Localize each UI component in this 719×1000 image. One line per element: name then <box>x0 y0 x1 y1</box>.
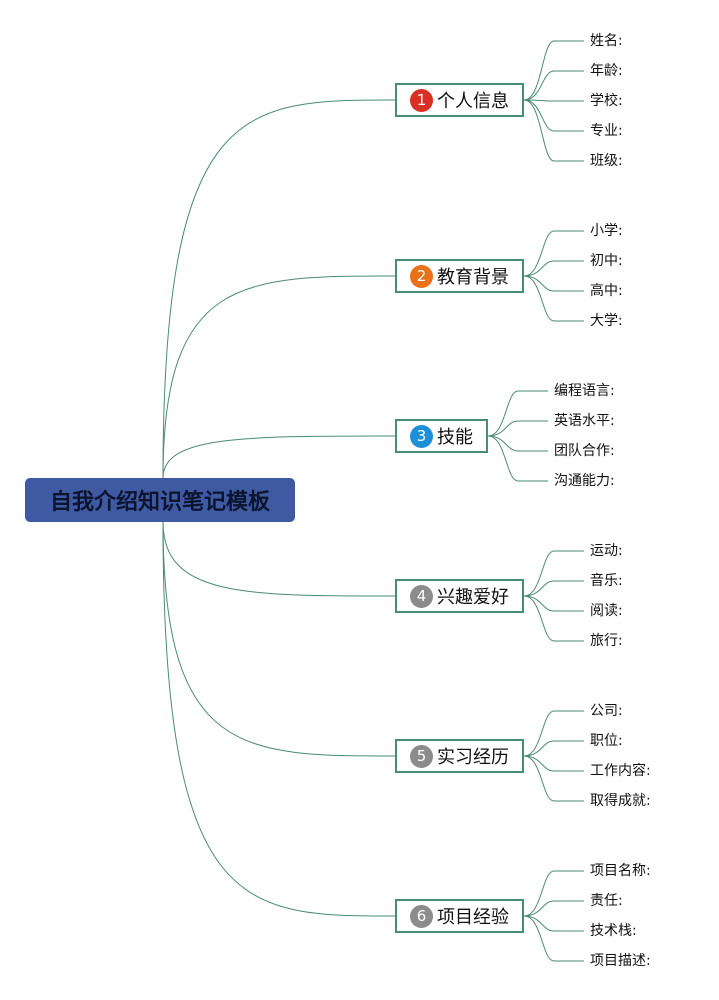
leaf-item[interactable]: 公司: <box>590 703 623 719</box>
leaf-item[interactable]: 项目描述: <box>590 953 651 969</box>
leaf-item[interactable]: 学校: <box>590 93 623 109</box>
leaf-item[interactable]: 姓名: <box>590 33 623 49</box>
leaf-item[interactable]: 技术栈: <box>590 923 637 939</box>
leaf-item[interactable]: 音乐: <box>590 573 623 589</box>
root-title: 自我介绍知识笔记模板 <box>49 490 270 515</box>
leaf-item[interactable]: 初中: <box>590 253 623 269</box>
leaf-item[interactable]: 项目名称: <box>590 863 651 879</box>
number-badge-3: 3 <box>410 424 433 448</box>
leaf-item[interactable]: 工作内容: <box>590 763 651 779</box>
leaf-item[interactable]: 专业: <box>590 123 623 139</box>
leaf-item[interactable]: 阅读: <box>590 603 623 619</box>
branch-personal-info[interactable]: 1 个人信息 <box>395 83 524 117</box>
branch-skills[interactable]: 3 技能 <box>395 419 488 453</box>
number-badge-6: 6 <box>410 904 433 928</box>
leaf-item[interactable]: 责任: <box>590 893 623 909</box>
leaf-item[interactable]: 英语水平: <box>554 413 615 429</box>
leaf-item[interactable]: 取得成就: <box>590 793 651 809</box>
branch-label: 教育背景 <box>437 267 509 288</box>
root-topic[interactable]: 自我介绍知识笔记模板 <box>25 478 295 522</box>
leaf-item[interactable]: 高中: <box>590 283 623 299</box>
branch-label: 兴趣爱好 <box>437 587 509 608</box>
branch-internship[interactable]: 5 实习经历 <box>395 739 524 773</box>
number-badge-1: 1 <box>410 88 433 112</box>
leaf-item[interactable]: 旅行: <box>590 633 623 649</box>
branch-label: 个人信息 <box>437 91 509 112</box>
leaf-item[interactable]: 团队合作: <box>554 443 615 459</box>
leaf-item[interactable]: 编程语言: <box>554 383 615 399</box>
leaf-item[interactable]: 大学: <box>590 313 623 329</box>
branch-projects[interactable]: 6 项目经验 <box>395 899 524 933</box>
number-badge-5: 5 <box>410 744 433 768</box>
branch-hobbies[interactable]: 4 兴趣爱好 <box>395 579 524 613</box>
branch-education[interactable]: 2 教育背景 <box>395 259 524 293</box>
number-badge-2: 2 <box>410 264 433 288</box>
leaf-item[interactable]: 小学: <box>590 223 623 239</box>
leaf-item[interactable]: 职位: <box>590 733 623 749</box>
number-badge-4: 4 <box>410 584 433 608</box>
leaf-item[interactable]: 年龄: <box>590 63 623 79</box>
branch-label: 技能 <box>437 427 473 448</box>
leaf-item[interactable]: 沟通能力: <box>554 473 615 489</box>
branch-label: 项目经验 <box>437 907 509 928</box>
leaf-item[interactable]: 班级: <box>590 153 623 169</box>
leaf-item[interactable]: 运动: <box>590 543 623 559</box>
branch-label: 实习经历 <box>437 747 509 768</box>
